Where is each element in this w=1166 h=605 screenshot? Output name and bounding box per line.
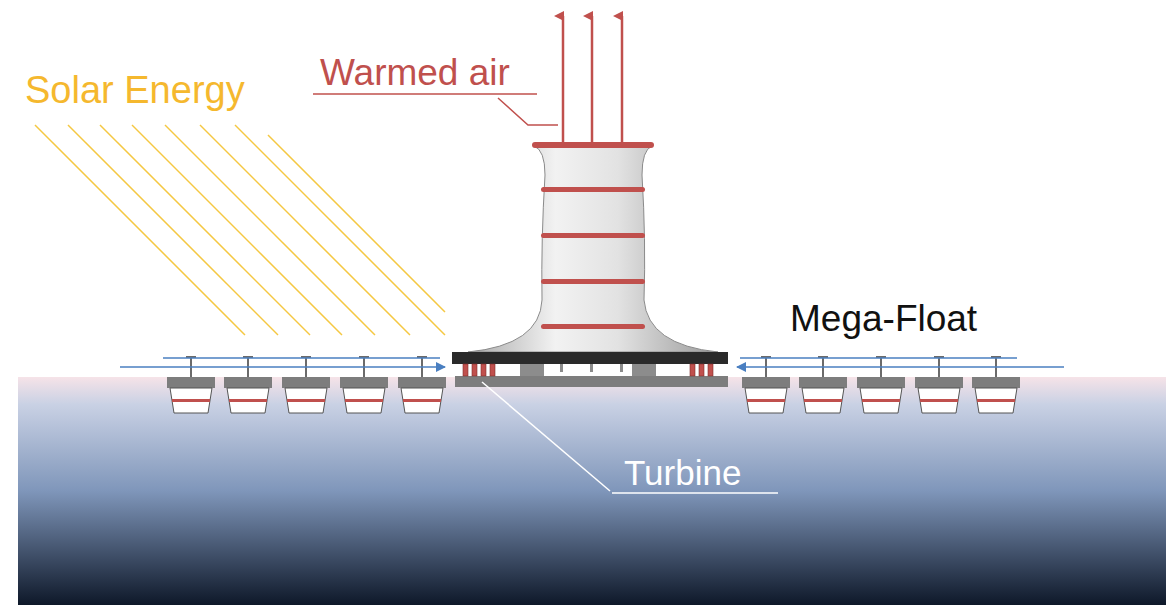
base-pillars — [520, 364, 656, 376]
float-hull — [860, 388, 902, 413]
float-deck — [224, 377, 272, 388]
float-band — [920, 399, 958, 402]
air-arrows — [563, 16, 622, 145]
tower-rings — [532, 142, 654, 329]
turbines — [463, 364, 713, 376]
base-platform — [455, 376, 728, 387]
base-ring — [452, 352, 728, 364]
label-underline — [313, 93, 537, 95]
updraft-tower — [468, 146, 718, 352]
float-deck — [398, 377, 446, 388]
float-hull — [918, 388, 960, 413]
float-band — [172, 399, 210, 402]
sun-rays — [35, 125, 445, 335]
solar-energy-label: Solar Energy — [25, 70, 245, 112]
float-deck — [167, 377, 215, 388]
float-hull — [975, 388, 1017, 413]
float-band — [345, 399, 383, 402]
float-deck — [799, 377, 847, 388]
mega-float-label: Mega-Float — [790, 299, 977, 340]
float-hull — [285, 388, 327, 413]
float-hull — [802, 388, 844, 413]
float-band — [287, 399, 325, 402]
float-band — [403, 399, 441, 402]
float-hull — [401, 388, 443, 413]
leader-line — [498, 98, 558, 125]
sea — [18, 377, 1166, 605]
float-hull — [343, 388, 385, 413]
turbine-label: Turbine — [624, 454, 741, 493]
inflow-arrows — [120, 358, 1064, 367]
float-band — [804, 399, 842, 402]
float-deck — [857, 377, 905, 388]
float-band — [977, 399, 1015, 402]
float-deck — [282, 377, 330, 388]
float-band — [862, 399, 900, 402]
float-band — [747, 399, 785, 402]
mega-float-modules — [167, 357, 1020, 413]
float-deck — [340, 377, 388, 388]
label-underline — [612, 492, 778, 494]
float-hull — [170, 388, 212, 413]
warmed-air-label: Warmed air — [320, 53, 510, 94]
float-hull — [745, 388, 787, 413]
leader-line — [482, 382, 610, 491]
float-hull — [227, 388, 269, 413]
float-deck — [915, 377, 963, 388]
float-band — [229, 399, 267, 402]
float-deck — [742, 377, 790, 388]
float-deck — [972, 377, 1020, 388]
